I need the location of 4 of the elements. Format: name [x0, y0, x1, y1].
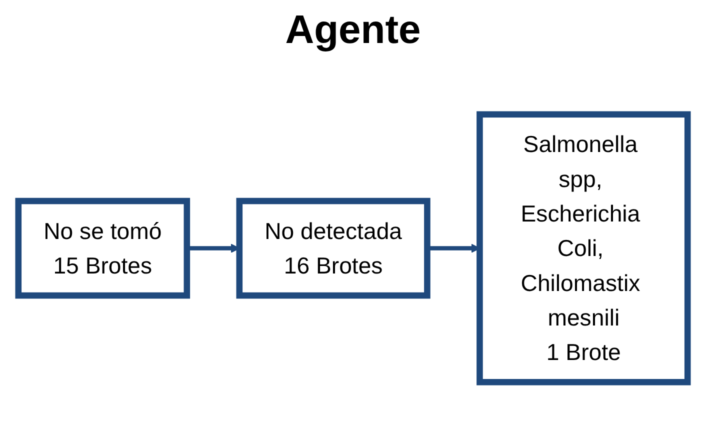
diagram-title: Agente [285, 8, 421, 53]
node-box: No detectada 16 Brotes [236, 198, 430, 298]
node-box: No se tomó 15 Brotes [15, 198, 190, 298]
node-box: Salmonella spp, Escherichia Coli, Chilomastix mesnili 1 Brote [476, 110, 691, 386]
